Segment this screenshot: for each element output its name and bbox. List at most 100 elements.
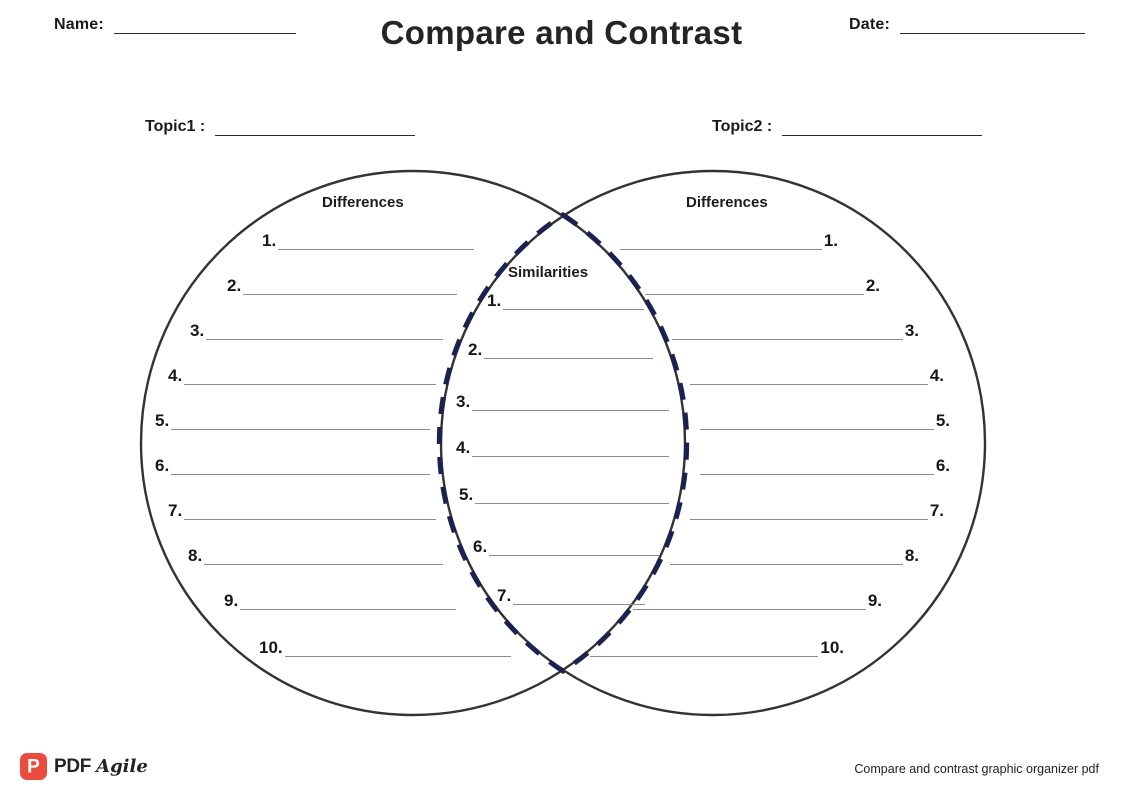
row-write-line[interactable]: [672, 322, 903, 340]
left-difference-row[interactable]: 6.: [155, 453, 430, 475]
row-write-line[interactable]: [171, 412, 430, 430]
row-number: 5.: [935, 411, 950, 430]
row-number: 1.: [262, 231, 277, 250]
row-number: 1.: [487, 291, 502, 310]
row-write-line[interactable]: [513, 587, 645, 605]
row-number: 6.: [473, 537, 488, 556]
left-difference-row[interactable]: 2.: [227, 273, 457, 295]
row-number: 6.: [155, 456, 170, 475]
row-number: 4.: [929, 366, 944, 385]
row-write-line[interactable]: [590, 639, 819, 657]
left-difference-row[interactable]: 10.: [259, 635, 511, 657]
right-difference-row[interactable]: 7.: [690, 498, 944, 520]
topic1-field-group: Topic1 :: [145, 118, 416, 136]
row-number: 8.: [188, 546, 203, 565]
row-write-line[interactable]: [171, 457, 430, 475]
row-number: 1.: [823, 231, 838, 250]
row-write-line[interactable]: [204, 547, 443, 565]
page-header: Name: Compare and Contrast Date:: [0, 0, 1123, 70]
row-number: 7.: [497, 586, 512, 605]
row-write-line[interactable]: [184, 502, 436, 520]
row-write-line[interactable]: [472, 393, 669, 411]
row-write-line[interactable]: [475, 486, 669, 504]
row-number: 2.: [468, 340, 483, 359]
row-write-line[interactable]: [484, 341, 653, 359]
name-field-group: Name:: [54, 16, 296, 34]
row-number: 4.: [456, 438, 471, 457]
right-difference-row[interactable]: 5.: [700, 408, 950, 430]
row-write-line[interactable]: [243, 277, 457, 295]
row-number: 6.: [935, 456, 950, 475]
row-number: 2.: [227, 276, 242, 295]
right-difference-row[interactable]: 3.: [672, 318, 919, 340]
similarity-row[interactable]: 6.: [473, 534, 660, 556]
row-write-line[interactable]: [645, 277, 864, 295]
similarity-row[interactable]: 7.: [497, 583, 645, 605]
row-number: 3.: [904, 321, 919, 340]
topic1-input-line[interactable]: [215, 120, 416, 136]
right-difference-row[interactable]: 4.: [690, 363, 944, 385]
page-footer: P PDF Agile Compare and contrast graphic…: [0, 740, 1123, 794]
similarity-row[interactable]: 3.: [456, 389, 669, 411]
left-difference-row[interactable]: 8.: [188, 543, 443, 565]
date-input-line[interactable]: [900, 18, 1085, 34]
row-write-line[interactable]: [503, 292, 644, 310]
right-difference-row[interactable]: 10.: [590, 635, 844, 657]
row-number: 10.: [259, 638, 283, 657]
left-difference-row[interactable]: 1.: [262, 228, 474, 250]
right-difference-row[interactable]: 1.: [620, 228, 838, 250]
row-write-line[interactable]: [184, 367, 436, 385]
row-number: 4.: [168, 366, 183, 385]
row-number: 3.: [456, 392, 471, 411]
footer-caption: Compare and contrast graphic organizer p…: [854, 762, 1099, 776]
right-differences-heading: Differences: [686, 194, 768, 211]
name-label: Name:: [54, 16, 104, 33]
row-write-line[interactable]: [670, 547, 903, 565]
topic2-field-group: Topic2 :: [712, 118, 983, 136]
topic2-label: Topic2 :: [712, 118, 773, 135]
row-write-line[interactable]: [489, 538, 660, 556]
right-difference-row[interactable]: 9.: [633, 588, 882, 610]
row-write-line[interactable]: [700, 457, 934, 475]
right-difference-row[interactable]: 2.: [645, 273, 880, 295]
pdfagile-logo[interactable]: P PDF Agile: [20, 753, 148, 780]
row-write-line[interactable]: [633, 592, 866, 610]
similarity-row[interactable]: 5.: [459, 482, 669, 504]
left-difference-row[interactable]: 7.: [168, 498, 436, 520]
row-number: 10.: [820, 638, 844, 657]
similarity-row[interactable]: 1.: [487, 288, 644, 310]
date-field-group: Date:: [849, 16, 1085, 34]
row-write-line[interactable]: [690, 367, 928, 385]
row-write-line[interactable]: [284, 639, 511, 657]
row-number: 7.: [168, 501, 183, 520]
row-write-line[interactable]: [206, 322, 443, 340]
similarities-heading: Similarities: [508, 264, 589, 281]
row-number: 5.: [155, 411, 170, 430]
left-difference-row[interactable]: 5.: [155, 408, 430, 430]
right-difference-row[interactable]: 6.: [700, 453, 950, 475]
row-write-line[interactable]: [472, 439, 669, 457]
similarity-row[interactable]: 2.: [468, 337, 653, 359]
row-number: 9.: [867, 591, 882, 610]
left-differences-heading: Differences: [322, 194, 404, 211]
left-difference-row[interactable]: 9.: [224, 588, 456, 610]
row-write-line[interactable]: [240, 592, 456, 610]
row-number: 7.: [929, 501, 944, 520]
right-difference-row[interactable]: 8.: [670, 543, 919, 565]
row-number: 5.: [459, 485, 474, 504]
pdfagile-logo-icon: P: [20, 753, 47, 780]
row-write-line[interactable]: [278, 232, 474, 250]
row-write-line[interactable]: [690, 502, 928, 520]
logo-pdf-text: PDF: [54, 755, 92, 777]
left-difference-row[interactable]: 3.: [190, 318, 443, 340]
page-title: Compare and Contrast: [380, 14, 743, 51]
row-write-line[interactable]: [620, 232, 822, 250]
topic2-input-line[interactable]: [782, 120, 983, 136]
name-input-line[interactable]: [113, 18, 296, 34]
row-write-line[interactable]: [700, 412, 934, 430]
left-difference-row[interactable]: 4.: [168, 363, 436, 385]
topic1-label: Topic1 :: [145, 118, 206, 135]
row-number: 9.: [224, 591, 239, 610]
similarity-row[interactable]: 4.: [456, 435, 669, 457]
row-number: 2.: [865, 276, 880, 295]
